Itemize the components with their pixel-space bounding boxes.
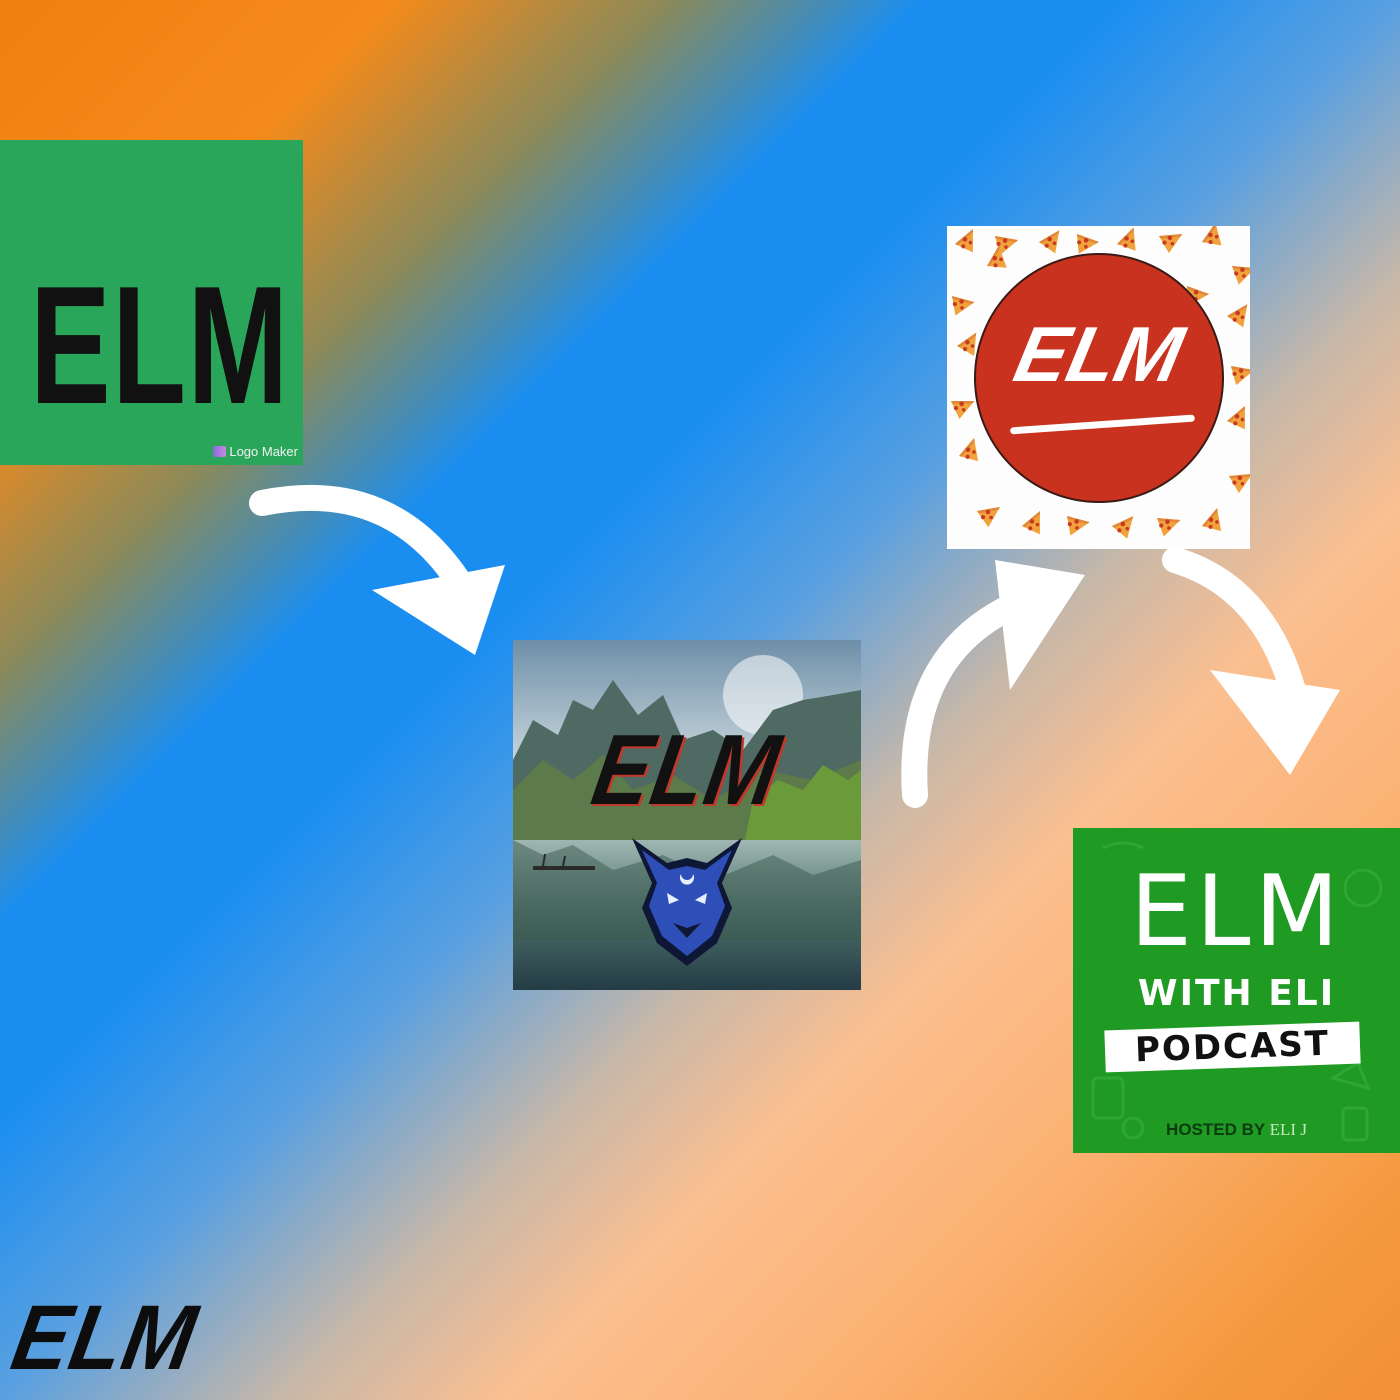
podcast-background-pattern: [1091, 841, 1383, 1142]
logo-podcast: ELM WITH ELI PODCAST HOSTED BY ELI J: [1073, 828, 1400, 1153]
logo-text: ELM: [30, 251, 290, 439]
curved-arrow-icon: [1210, 670, 1340, 775]
logo-maker-watermark: Logo Maker: [213, 444, 298, 459]
podcast-badge: PODCAST: [1104, 1021, 1361, 1073]
logo-text: ELM: [584, 714, 790, 826]
pizza-pattern: [947, 226, 1250, 541]
corner-brand: ELM: [4, 1287, 205, 1389]
hosted-by-label: HOSTED BY: [1166, 1120, 1265, 1139]
curved-arrow-icon: [1162, 547, 1313, 733]
logo-pizza-elm: ELM: [947, 226, 1250, 549]
logo-text: ELM: [1007, 310, 1191, 398]
subtitle-with: WITH: [1137, 973, 1254, 1014]
curved-arrow-icon: [995, 560, 1085, 690]
logo-green-elm: ELM Logo Maker: [0, 140, 303, 465]
podcast-subtitle: WITH ELI: [1073, 976, 1400, 1012]
hosted-by-line: HOSTED BY ELI J: [1073, 1121, 1400, 1138]
wolf-icon: [632, 838, 742, 966]
landscape-image: [513, 640, 861, 990]
logo-maker-label: Logo Maker: [229, 444, 298, 459]
host-name: ELI J: [1269, 1120, 1307, 1139]
logo-maker-icon: [213, 446, 227, 457]
podcast-badge-label: PODCAST: [1134, 1023, 1331, 1071]
curved-arrow-icon: [372, 565, 505, 655]
curved-arrow-icon: [249, 484, 483, 613]
subtitle-eli: ELI: [1268, 973, 1336, 1014]
podcast-title: ELM: [1129, 855, 1344, 969]
curved-arrow-icon: [901, 582, 1053, 808]
logo-landscape-wolf: ELM: [513, 640, 861, 990]
